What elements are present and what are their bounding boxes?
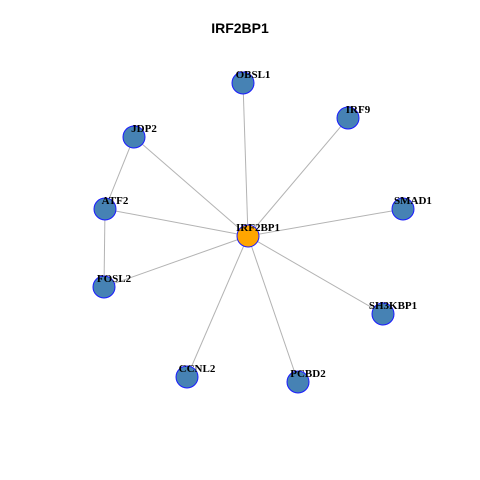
node-jdp2: JDP2	[122, 123, 157, 149]
edge-irf2bp1-fosl2	[103, 235, 249, 288]
node-label-pcbd2: PCBD2	[290, 368, 326, 380]
edge-irf2bp1-sh3kbp1	[247, 235, 384, 315]
edge-irf2bp1-pcbd2	[247, 235, 299, 383]
node-circle-irf2bp1	[236, 224, 260, 248]
edge-jdp2-atf2	[104, 136, 135, 210]
node-label-atf2: ATF2	[102, 195, 129, 207]
node-circle-irf9	[336, 106, 360, 130]
node-circle-pcbd2	[286, 370, 310, 394]
edge-atf2-fosl2	[103, 208, 106, 288]
edge-irf2bp1-ccnl2	[186, 235, 249, 378]
node-label-jdp2: JDP2	[131, 123, 157, 135]
node-irf9: IRF9	[336, 104, 371, 130]
node-sh3kbp1: SH3KBP1	[369, 300, 417, 326]
node-label-obsl1: OBSL1	[236, 69, 271, 81]
node-label-sh3kbp1: SH3KBP1	[369, 300, 417, 312]
node-circle-fosl2	[92, 275, 116, 299]
node-label-fosl2: FOSL2	[97, 273, 132, 285]
node-label-irf2bp1: IRF2BP1	[236, 222, 280, 234]
node-circle-jdp2	[122, 125, 146, 149]
node-label-ccnl2: CCNL2	[179, 363, 216, 375]
edges-layer	[103, 82, 404, 383]
edge-irf2bp1-jdp2	[133, 136, 249, 237]
node-fosl2: FOSL2	[92, 273, 132, 299]
node-circle-sh3kbp1	[371, 302, 395, 326]
node-circle-obsl1	[231, 71, 255, 95]
node-irf2bp1: IRF2BP1	[236, 222, 280, 248]
node-circle-smad1	[391, 197, 415, 221]
edge-irf2bp1-atf2	[104, 208, 249, 237]
edge-irf2bp1-obsl1	[242, 82, 249, 237]
node-label-irf9: IRF9	[346, 104, 371, 116]
node-pcbd2: PCBD2	[286, 368, 326, 394]
node-circle-ccnl2	[175, 365, 199, 389]
node-atf2: ATF2	[93, 195, 129, 221]
node-obsl1: OBSL1	[231, 69, 271, 95]
node-ccnl2: CCNL2	[175, 363, 216, 389]
page-title: IRF2BP1	[211, 20, 269, 36]
node-label-smad1: SMAD1	[394, 195, 432, 207]
node-smad1: SMAD1	[391, 195, 432, 221]
edge-irf2bp1-smad1	[247, 208, 404, 237]
node-circle-atf2	[93, 197, 117, 221]
edge-irf2bp1-irf9	[247, 117, 349, 237]
